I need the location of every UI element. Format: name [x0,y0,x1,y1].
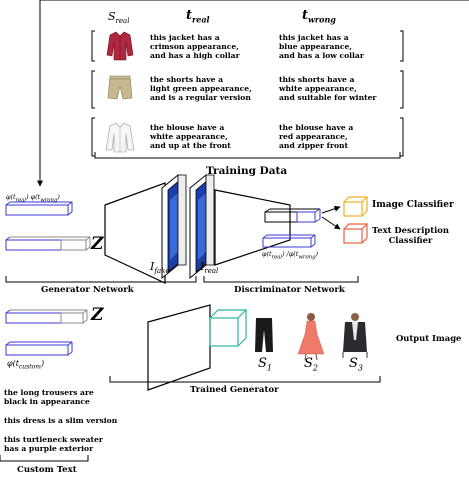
row-3-t-wrong: the blouse have a red appearance, and zi… [279,123,354,150]
custom-embeddings [5,309,88,356]
custom-text-3: this turtleneck sweater has a purple ext… [4,435,103,453]
row-2-t-wrong: this shorts have a white appearance, and… [279,75,377,102]
discriminator-body [214,189,291,266]
trained-generator-body [147,304,211,391]
generator-network-title: Generator Network [41,285,134,295]
generator-z: Z [91,234,104,254]
image-classifier-label: Image Classifier [372,200,454,210]
row-1-t-real: this jacket has a crimson appearance, an… [150,33,240,60]
generator-embeddings [5,201,91,251]
discriminator-output [262,208,321,248]
header-s-real: Sreal [108,10,130,26]
shorts-image [107,75,133,100]
trained-output-cube [209,309,248,347]
output-sweater-image [342,313,368,358]
training-brackets [91,30,404,159]
jacket-image [106,31,134,61]
fake-image-slab [161,173,187,280]
discriminator-bracket [203,276,359,283]
generator-body [104,182,166,284]
arrow-to-image-classifier [321,205,341,214]
blouse-image [105,122,135,153]
output-trousers-image [255,318,273,352]
label-i-fake: Ifake [150,260,170,276]
image-classifier-cube [343,196,369,217]
real-image-slab [189,173,215,280]
custom-text-1: the long trousers are black in appearanc… [4,388,94,406]
trained-z: Z [91,305,104,325]
custom-embed-label: φ(tcustom) [7,359,45,371]
custom-text-bracket [0,455,89,462]
training-data-title: Training Data [206,165,288,177]
trained-generator-title: Trained Generator [190,385,279,395]
discriminator-network-title: Discriminator Network [234,285,345,295]
trained-generator-bracket [109,376,381,383]
output-s3-label: S3 [349,356,363,373]
row-3-t-real: the blouse have a white appearance, and … [150,123,231,150]
output-dress-image [297,313,325,361]
arrow-to-text-classifier [321,216,341,230]
feedback-arrow [37,0,60,187]
row-2-t-real: the shorts have a light green appearance… [150,75,252,102]
discriminator-embed-label: φ(treal) /φ(twrong) [262,250,319,261]
header-t-real: treal [186,8,210,25]
row-1-t-wrong: this jacket has a blue appearance, and h… [279,33,364,60]
custom-text-title: Custom Text [17,465,77,475]
label-i-real: Ireal [200,260,219,276]
output-s1-label: S1 [258,356,272,373]
text-classifier-label: Text Description Classifier [372,225,449,245]
header-t-wrong: twrong [302,8,336,25]
generator-bracket [5,276,197,283]
text-classifier-cube [343,223,369,244]
output-s2-label: S2 [304,356,318,373]
custom-text-2: this dress is a slim version [4,416,118,425]
generator-embed-label: φ(treal) φ(twrong) [6,193,60,204]
output-image-label: Output Image [396,333,462,343]
